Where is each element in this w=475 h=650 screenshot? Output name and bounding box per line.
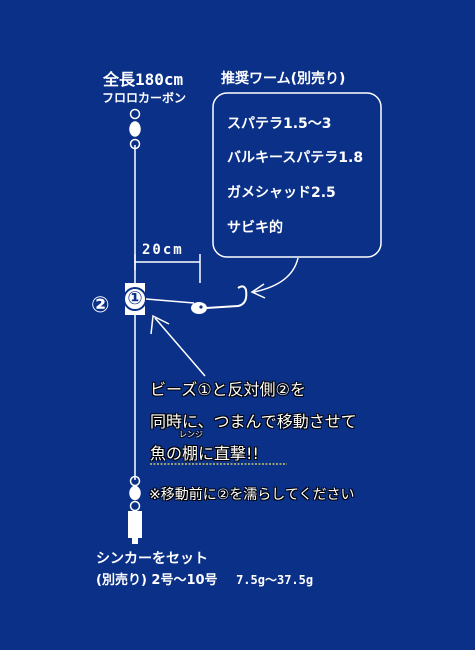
sinker-range: (別売り) 2号〜10号 bbox=[96, 573, 218, 588]
worm-arrow bbox=[250, 257, 299, 299]
bead-opposite-label: ② bbox=[91, 293, 110, 318]
worm-heading: 推奨ワーム(別売り) bbox=[221, 71, 346, 87]
range-kanji: レンジ棚 bbox=[179, 430, 203, 464]
instruction-line-3-pre: 魚の bbox=[150, 444, 183, 463]
worm-item: ガメシャッド2.5 bbox=[227, 185, 336, 201]
worm-item: サビキ的 bbox=[227, 220, 283, 236]
span-label: 20cm bbox=[142, 242, 184, 258]
instruction-line-3-post: に直撃!! bbox=[198, 444, 259, 463]
bead-main-label: ① bbox=[127, 288, 143, 309]
branch-line bbox=[145, 298, 195, 304]
length-title: 全長180cm bbox=[103, 70, 184, 89]
worm-box bbox=[212, 92, 382, 258]
instruction-line-2: 同時に、つまんで移動させて bbox=[150, 412, 357, 431]
line-material: フロロカーボン bbox=[102, 91, 187, 105]
instruction-arrow bbox=[150, 314, 206, 377]
span-dimension bbox=[134, 254, 201, 283]
instruction-line-1: ビーズ①と反対側②を bbox=[150, 380, 306, 399]
worm-item: バルキースパテラ1.8 bbox=[227, 150, 364, 166]
wet-note: ※移動前に②を濡らしてください bbox=[149, 487, 355, 503]
instruction-line-3: 魚のレンジ棚に直撃!! bbox=[150, 430, 259, 464]
range-kanji-text: 棚 bbox=[182, 444, 199, 463]
bottom-swivel bbox=[129, 475, 141, 512]
sinker-line-1: シンカーをセット bbox=[96, 551, 208, 567]
worm-item: スパテラ1.5〜3 bbox=[227, 116, 332, 132]
sinker-weights: 7.5g〜37.5g bbox=[236, 573, 314, 587]
sinker-line-2: (別売り) 2号〜10号 7.5g〜37.5g bbox=[96, 569, 313, 588]
bead-assembly bbox=[123, 283, 147, 315]
range-ruby: レンジ bbox=[179, 430, 204, 439]
sinker-snap bbox=[128, 511, 142, 544]
jig-head bbox=[191, 285, 248, 314]
top-swivel bbox=[129, 108, 141, 150]
